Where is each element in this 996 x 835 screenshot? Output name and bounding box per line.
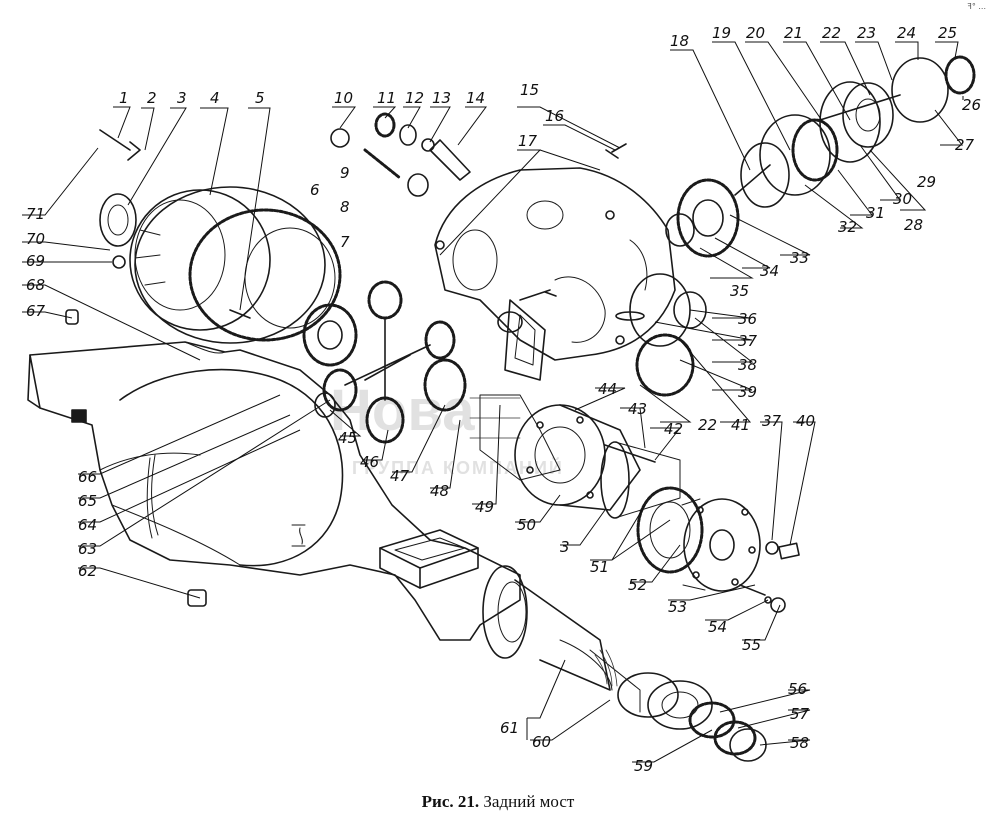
callout-13: 13 [432, 89, 451, 107]
callout-7: 7 [340, 233, 350, 251]
callout-39: 39 [738, 383, 757, 401]
differential-carrier [434, 167, 676, 381]
callout-50: 50 [517, 516, 536, 534]
callout-40: 40 [796, 412, 815, 430]
callout-71: 71 [26, 205, 45, 223]
callout-29: 29 [917, 173, 936, 191]
callout-35: 35 [730, 282, 749, 300]
corner-mark: ꟻ° ... [967, 2, 986, 11]
callout-49: 49 [475, 498, 494, 516]
callout-labels: 1 2 3 4 5 6 7 8 9 10 11 12 13 14 15 16 1… [26, 24, 981, 775]
hub-bearings [617, 672, 767, 762]
callout-17: 17 [518, 132, 538, 150]
callout-66: 66 [78, 468, 97, 486]
callout-63: 63 [78, 540, 97, 558]
callout-59: 59 [634, 757, 653, 775]
callout-12: 12 [405, 89, 424, 107]
diff-case-half [469, 394, 681, 519]
figure-title: Задний мост [483, 792, 575, 811]
callout-9: 9 [340, 164, 350, 182]
callout-58: 58 [790, 734, 809, 752]
callout-60: 60 [532, 733, 551, 751]
callout-42: 42 [664, 420, 683, 438]
figure-caption: Рис. 21. Задний мост [0, 792, 996, 812]
callout-6: 6 [310, 181, 320, 199]
callout-37b: 37 [762, 412, 782, 430]
callout-26: 26 [962, 96, 981, 114]
axle-drawing [27, 55, 976, 762]
callout-53: 53 [668, 598, 687, 616]
axle-housing [27, 341, 641, 713]
callout-37: 37 [738, 332, 758, 350]
callout-14: 14 [466, 89, 485, 107]
callout-8: 8 [340, 198, 350, 216]
callout-64: 64 [78, 516, 97, 534]
callout-56: 56 [788, 680, 807, 698]
callout-21: 21 [784, 24, 803, 42]
callout-47: 47 [390, 467, 410, 485]
callout-3: 3 [177, 89, 187, 107]
callout-41: 41 [731, 416, 750, 434]
callout-15: 15 [520, 81, 539, 99]
callout-22b: 22 [698, 416, 717, 434]
callout-48: 48 [430, 482, 449, 500]
small-parts [65, 112, 645, 607]
callout-10: 10 [334, 89, 353, 107]
callout-32: 32 [838, 218, 857, 236]
callout-65: 65 [78, 492, 97, 510]
callout-4: 4 [210, 89, 220, 107]
callout-30: 30 [893, 190, 912, 208]
callout-18: 18 [670, 32, 689, 50]
callout-11: 11 [377, 89, 396, 107]
figure-number: Рис. 21. [421, 792, 480, 811]
callout-69: 69 [26, 252, 45, 270]
callout-43: 43 [628, 400, 647, 418]
callout-2: 2 [147, 89, 157, 107]
callout-55: 55 [742, 636, 761, 654]
callout-46: 46 [360, 453, 379, 471]
leader-lines [22, 41, 964, 763]
callout-44: 44 [598, 380, 617, 398]
drive-pinion-assembly [629, 55, 976, 397]
callout-1: 1 [119, 89, 129, 107]
callout-57: 57 [790, 705, 810, 723]
callout-5: 5 [255, 89, 265, 107]
callout-51: 51 [590, 558, 609, 576]
callout-19: 19 [712, 24, 731, 42]
callout-27: 27 [955, 136, 975, 154]
callout-31: 31 [866, 204, 885, 222]
callout-24: 24 [897, 24, 916, 42]
callout-16: 16 [545, 107, 564, 125]
callout-28: 28 [904, 216, 923, 234]
callout-52: 52 [628, 576, 647, 594]
callout-61: 61 [500, 719, 519, 737]
callout-33: 33 [790, 249, 809, 267]
callout-67: 67 [26, 302, 46, 320]
callout-3b: 3 [560, 538, 570, 556]
callout-36: 36 [738, 310, 757, 328]
callout-20: 20 [746, 24, 765, 42]
callout-70: 70 [26, 230, 45, 248]
callout-34: 34 [760, 262, 779, 280]
differential-gears [302, 280, 557, 444]
ring-gear [99, 186, 342, 344]
callout-54: 54 [708, 618, 727, 636]
callout-23: 23 [857, 24, 876, 42]
callout-22: 22 [822, 24, 841, 42]
callout-25: 25 [938, 24, 957, 42]
axle-shaft-flange [636, 486, 800, 613]
callout-45: 45 [338, 429, 357, 447]
callout-68: 68 [26, 276, 45, 294]
watermark-line2: ГРУППА КОМПАНИЙ [352, 457, 564, 478]
callout-62: 62 [78, 562, 97, 580]
callout-38: 38 [738, 356, 757, 374]
